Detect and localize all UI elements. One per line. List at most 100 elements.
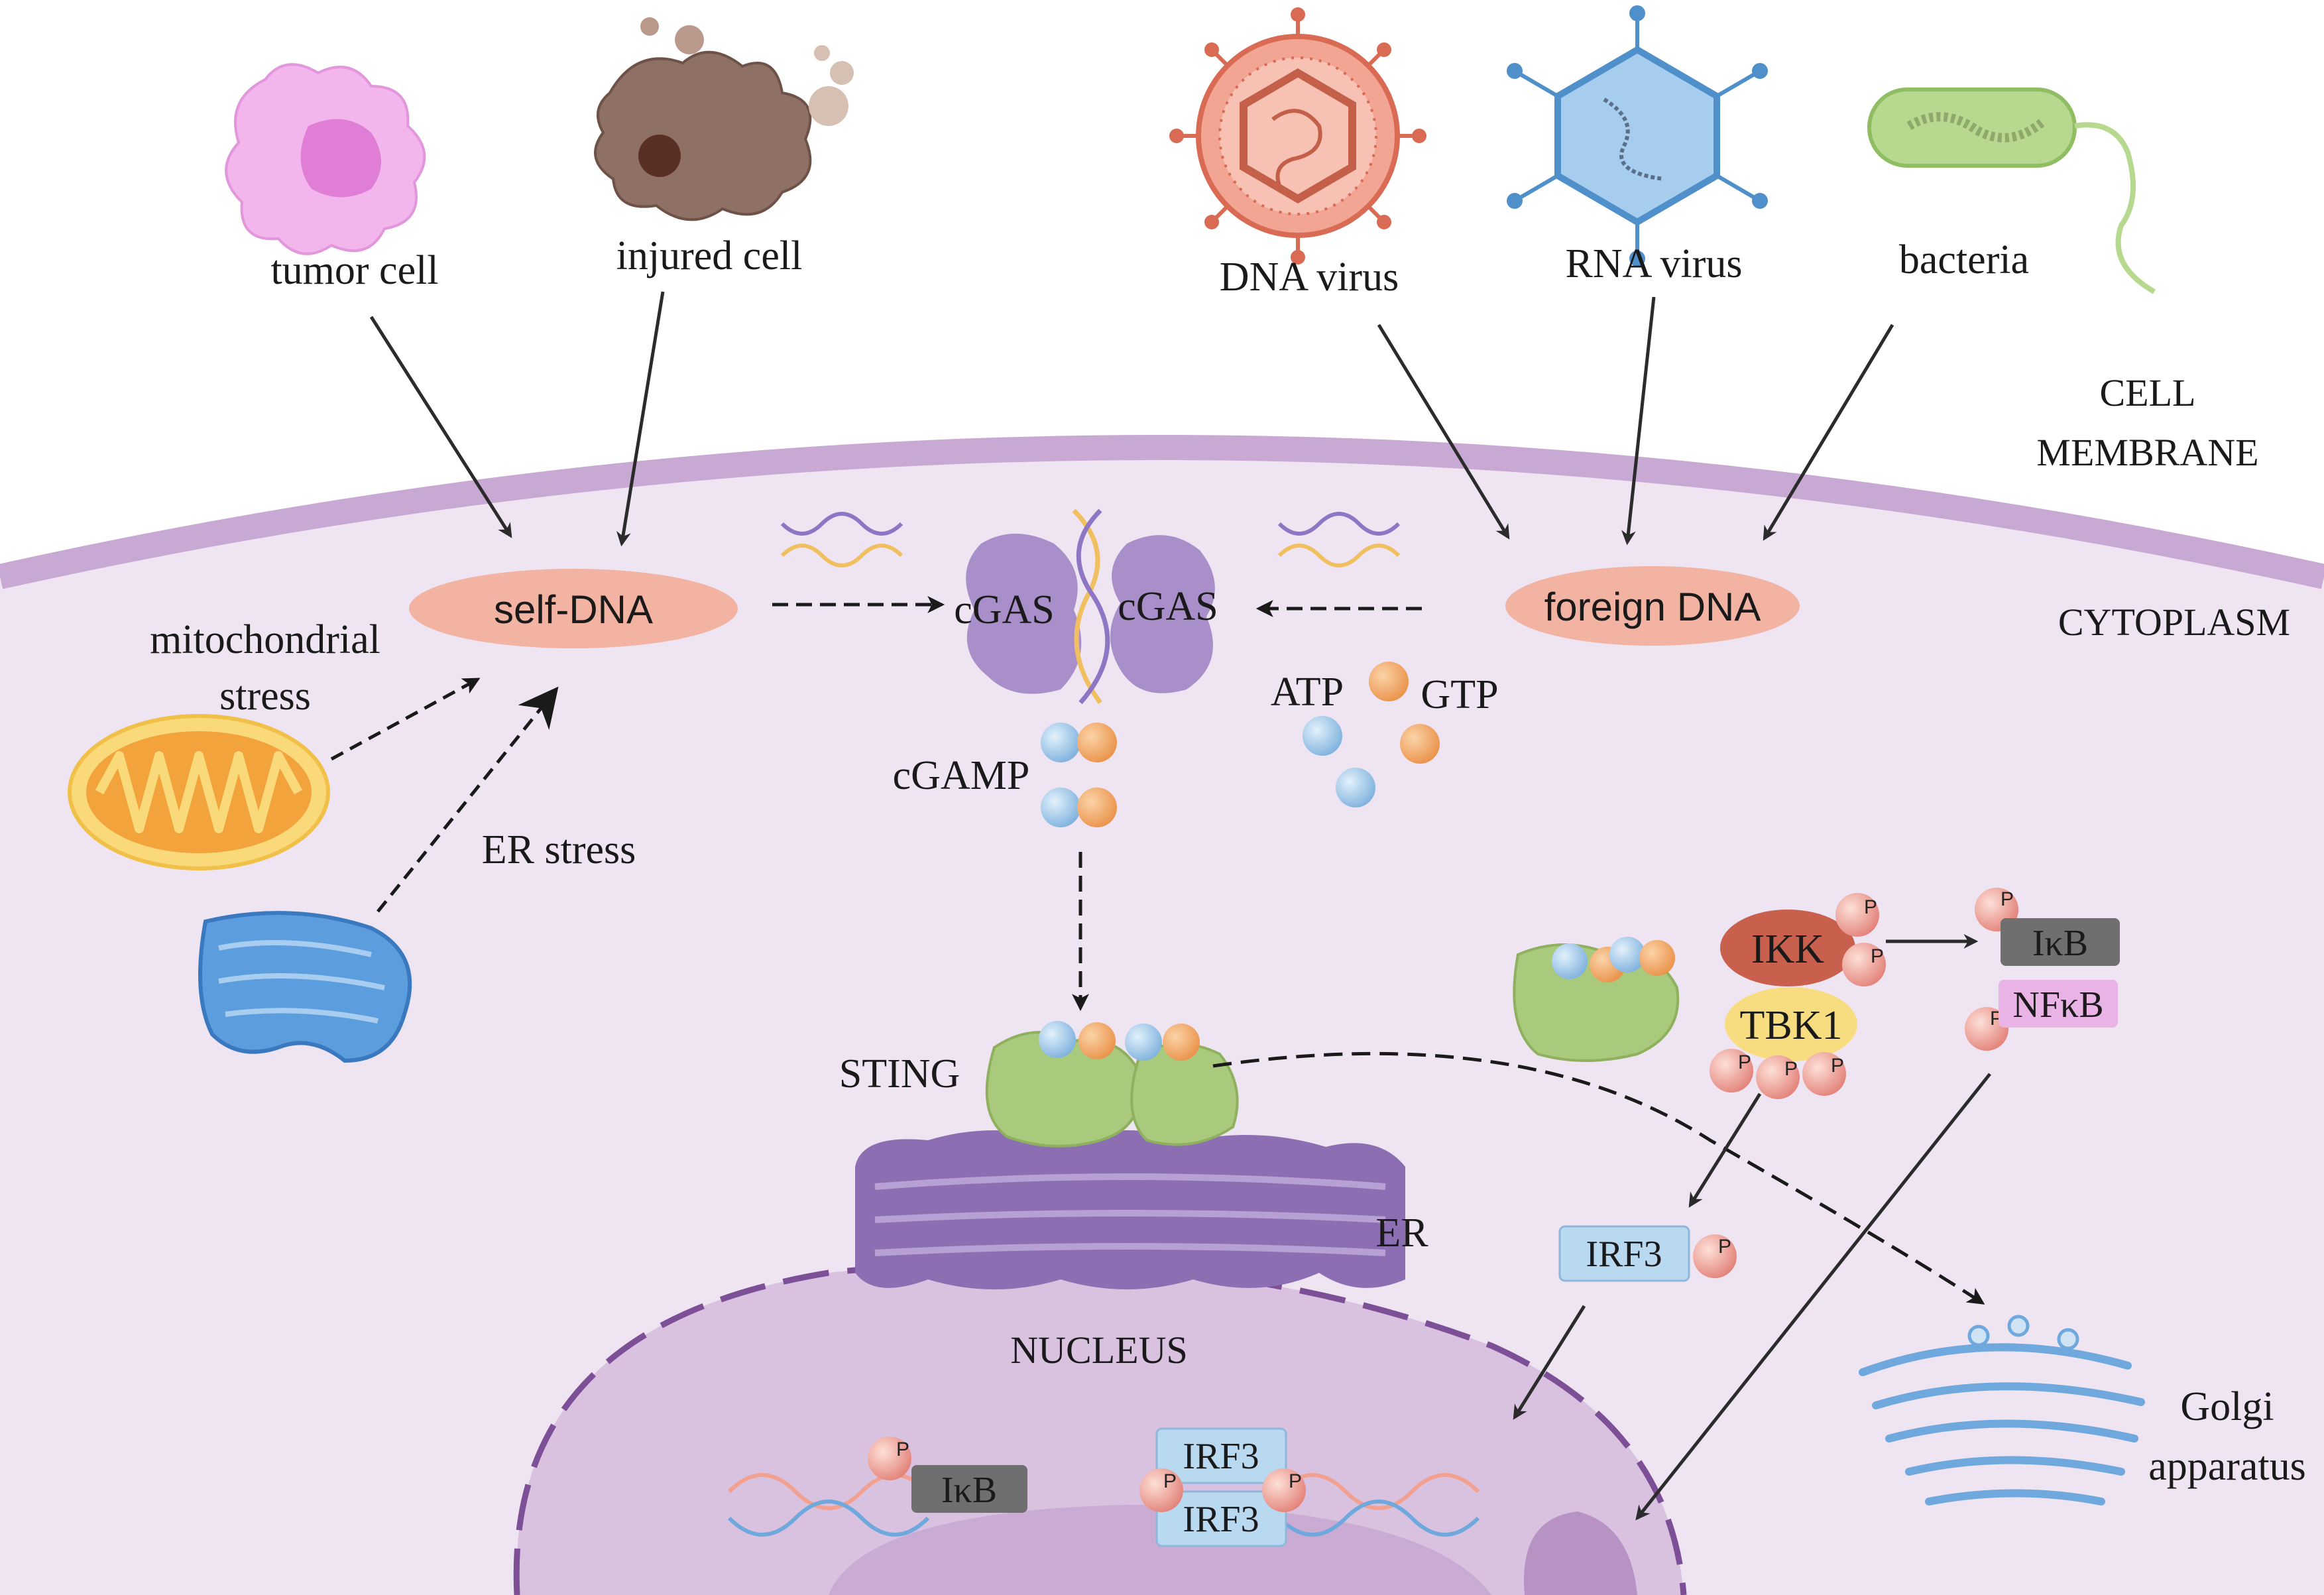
svg-text:P: P [1718, 1236, 1731, 1258]
phospho-irf3-cyto: P [1693, 1234, 1737, 1278]
sting-label: STING [839, 1051, 960, 1096]
er-organelle: ER [855, 1130, 1428, 1289]
bacteria-icon [1867, 88, 2156, 294]
dna-virus-icon [1169, 7, 1426, 265]
svg-text:P: P [1163, 1470, 1177, 1492]
dna-helix-icon-left [780, 512, 903, 567]
gtp-molecule [1400, 724, 1440, 764]
arrow-sting-to-golgi [1212, 1051, 1985, 1305]
irf3-cyto-label: IRF3 [1586, 1234, 1662, 1275]
self-dna-label: self-DNA [494, 587, 653, 632]
svg-text:P: P [1784, 1058, 1798, 1080]
golgi-label-2: apparatus [2148, 1444, 2306, 1489]
rna-virus-label: RNA virus [1566, 241, 1743, 286]
cgamp-label: cGAMP [893, 753, 1030, 798]
cell-body [0, 435, 2324, 1595]
tumor-cell-icon [225, 63, 426, 255]
nucleus-body [516, 1262, 1684, 1595]
arrow-bacteria-to-foreign-dna [1763, 324, 1894, 541]
svg-text:P: P [1289, 1470, 1302, 1492]
sting-dimer: STING [839, 1021, 1239, 1148]
dna-virus-label: DNA virus [1220, 255, 1399, 300]
phospho-ikb-nuc: P [868, 1437, 911, 1480]
dna-helix-icon-right [1277, 512, 1401, 567]
irf3-nuc-bottom-box: IRF3 [1155, 1490, 1287, 1547]
bacteria-label: bacteria [1899, 237, 2029, 282]
cgas-right-label: cGAS [1118, 584, 1218, 629]
cgamp-group: cGAMP [893, 723, 1117, 827]
rna-virus-icon [1507, 5, 1768, 266]
atp-molecule [1336, 768, 1375, 807]
phospho-irf3-nuc-1: P [1139, 1468, 1183, 1512]
arrow-dna-virus-to-foreign-dna [1377, 324, 1510, 540]
svg-text:P: P [896, 1439, 909, 1460]
ikb-cyto-box: IκB [2001, 918, 2120, 966]
irf3-nuc-top-box: IRF3 [1155, 1427, 1287, 1484]
cell-membrane [0, 435, 2324, 589]
arrow-injured-to-self-dna [616, 291, 665, 547]
svg-text:P: P [2001, 888, 2014, 910]
phospho-tbk1-3: P [1802, 1052, 1846, 1096]
arrow-nfkb-to-nucleus [1635, 1073, 1991, 1521]
mito-stress-label-1: mitochondrial [150, 617, 380, 662]
svg-text:P: P [1864, 896, 1877, 918]
arrow-rna-virus-to-foreign-dna [1621, 296, 1656, 546]
atp-label: ATP [1271, 670, 1344, 715]
cgas-dimer: cGAS cGAS [954, 508, 1218, 705]
tbk1-label: TBK1 [1740, 1003, 1843, 1048]
nucleus [513, 1259, 1687, 1595]
irf3-nuc-top-label: IRF3 [1183, 1436, 1259, 1477]
arrow-mito-to-self-dna [330, 678, 481, 761]
phospho-groups: P P P P P P P P [1693, 888, 2018, 1278]
mitochondrion-icon [68, 714, 330, 870]
source-arrows [369, 291, 1894, 547]
svg-text:P: P [1871, 945, 1884, 967]
self-dna-node: self-DNA [409, 569, 738, 648]
atp-gtp-group: ATP GTP [1271, 662, 1499, 807]
golgi-apparatus-icon [1859, 1315, 2145, 1506]
mito-stress-label-2: stress [219, 674, 311, 719]
nuclear-pore-shape [1524, 1511, 1637, 1595]
cgas-left-label: cGAS [954, 587, 1055, 632]
arrow-tumor-to-self-dna [369, 316, 512, 538]
phospho-tbk1-2: P [1756, 1055, 1800, 1099]
ikb-cyto-label: IκB [2032, 923, 2088, 964]
nucleus-dna-right [1277, 1473, 1480, 1537]
atp-molecule [1303, 716, 1342, 756]
cell-membrane-label-2: MEMBRANE [2036, 431, 2258, 474]
irf3-cyto-box: IRF3 [1558, 1225, 1690, 1282]
er-stress-label: ER stress [482, 827, 636, 872]
foreign-dna-node: foreign DNA [1505, 566, 1800, 646]
injured-cell-icon [594, 17, 854, 221]
arrow-er-stress-to-self-dna [377, 686, 559, 913]
ikk-label: IKK [1751, 927, 1824, 972]
foreign-dna-label: foreign DNA [1544, 585, 1761, 629]
er-stress-icon [198, 911, 412, 1063]
cytoplasm-label: CYTOPLASM [2058, 601, 2290, 644]
phospho-ikk-2: P [1842, 943, 1886, 986]
golgi-label-1: Golgi [2180, 1384, 2274, 1429]
nucleus-label: NUCLEUS [1010, 1329, 1187, 1372]
er-label: ER [1375, 1211, 1428, 1256]
gtp-molecule [1369, 662, 1409, 701]
nfkb-cyto-box: NFκB [1999, 980, 2118, 1028]
cytoplasm-region [0, 441, 2324, 1595]
injured-cell-label: injured cell [616, 233, 803, 278]
irf3-nuc-bottom-label: IRF3 [1183, 1499, 1259, 1540]
sting-complex-right [1513, 937, 1680, 1062]
ikb-nuc-label: IκB [941, 1470, 997, 1511]
phospho-ikk-1: P [1835, 893, 1879, 937]
svg-text:P: P [1738, 1051, 1751, 1073]
gtp-label: GTP [1421, 672, 1498, 717]
tumor-cell-label: tumor cell [270, 248, 438, 293]
nfkb-cyto-label: NFκB [2012, 984, 2103, 1026]
arrow-tbk1-to-irf3 [1688, 1093, 1762, 1208]
svg-text:P: P [1831, 1055, 1844, 1077]
ikb-nuc-box: IκB [911, 1465, 1027, 1513]
phospho-tbk1-1: P [1710, 1049, 1753, 1093]
nucleolus [829, 1505, 1491, 1595]
tbk1-node: TBK1 [1725, 987, 1857, 1061]
ikk-node: IKK [1720, 910, 1855, 986]
cell-membrane-label-1: CELL [2100, 371, 2196, 414]
